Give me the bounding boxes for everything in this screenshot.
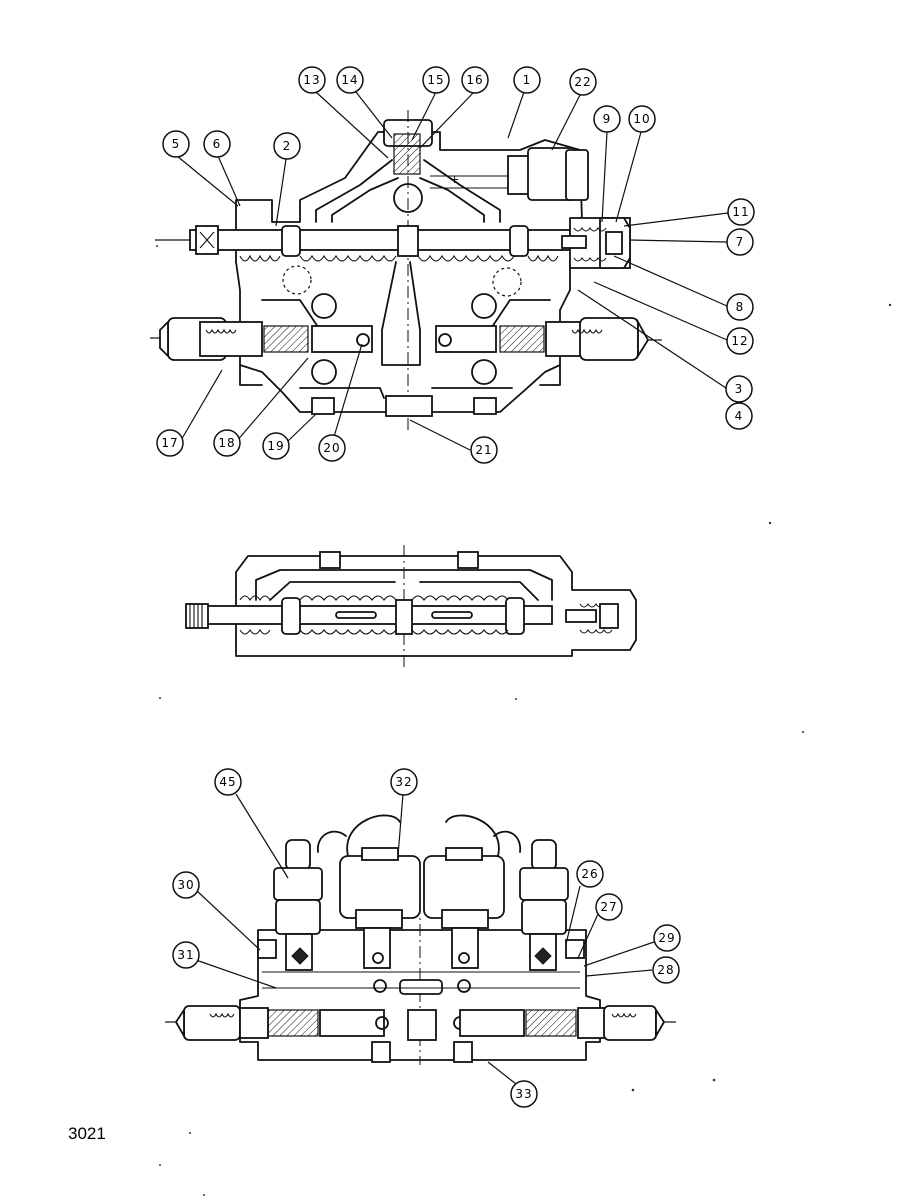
svg-text:21: 21 xyxy=(475,443,492,457)
svg-text:30: 30 xyxy=(177,878,194,892)
svg-text:17: 17 xyxy=(161,436,178,450)
top-section-view: + xyxy=(150,110,662,430)
leader-lines xyxy=(176,91,729,1085)
svg-text:20: 20 xyxy=(323,441,340,455)
callout-22: 22 xyxy=(569,68,597,96)
svg-text:11: 11 xyxy=(732,205,749,219)
page-code: 3021 xyxy=(68,1124,106,1143)
callout-21: 21 xyxy=(470,436,498,464)
callout-13: 13 xyxy=(298,66,326,94)
svg-text:14: 14 xyxy=(341,73,358,87)
callout-19: 19 xyxy=(262,432,290,460)
callout-bubbles: 13 14 15 16 1 22 9 10 5 6 2 11 7 8 12 3 … xyxy=(156,66,755,1108)
svg-text:13: 13 xyxy=(303,73,320,87)
callout-16: 16 xyxy=(461,66,489,94)
callout-27: 27 xyxy=(595,893,623,921)
svg-text:31: 31 xyxy=(177,948,194,962)
svg-text:8: 8 xyxy=(736,300,745,314)
callout-31: 31 xyxy=(172,941,200,969)
scan-specks xyxy=(156,245,892,1196)
svg-text:22: 22 xyxy=(574,75,591,89)
svg-text:12: 12 xyxy=(731,334,748,348)
callout-18: 18 xyxy=(213,429,241,457)
callout-10: 10 xyxy=(628,105,656,133)
callout-3: 3 xyxy=(725,375,753,403)
callout-12: 12 xyxy=(726,327,754,355)
callout-33: 33 xyxy=(510,1080,538,1108)
callout-14: 14 xyxy=(336,66,364,94)
callout-28: 28 xyxy=(652,956,680,984)
callout-32: 32 xyxy=(390,768,418,796)
callout-6: 6 xyxy=(203,130,231,158)
callout-5: 5 xyxy=(162,130,190,158)
callout-9: 9 xyxy=(593,105,621,133)
svg-text:+: + xyxy=(450,173,459,186)
middle-section-view xyxy=(185,545,637,670)
callout-8: 8 xyxy=(726,293,754,321)
callout-4: 4 xyxy=(725,402,753,430)
svg-text:5: 5 xyxy=(172,137,181,151)
svg-text:7: 7 xyxy=(736,235,745,249)
svg-text:16: 16 xyxy=(466,73,483,87)
callout-26: 26 xyxy=(576,860,604,888)
svg-text:19: 19 xyxy=(267,439,284,453)
svg-text:27: 27 xyxy=(600,900,617,914)
svg-text:15: 15 xyxy=(427,73,444,87)
svg-text:1: 1 xyxy=(523,73,532,87)
callout-20: 20 xyxy=(318,434,346,462)
callout-45: 45 xyxy=(214,768,242,796)
callout-15: 15 xyxy=(422,66,450,94)
svg-text:26: 26 xyxy=(581,867,598,881)
svg-text:29: 29 xyxy=(658,931,675,945)
callout-29: 29 xyxy=(653,924,681,952)
svg-text:32: 32 xyxy=(395,775,412,789)
svg-text:4: 4 xyxy=(735,409,744,423)
callout-1: 1 xyxy=(513,66,541,94)
svg-text:6: 6 xyxy=(213,137,222,151)
svg-text:3: 3 xyxy=(735,382,744,396)
svg-text:18: 18 xyxy=(218,436,235,450)
svg-text:28: 28 xyxy=(657,963,674,977)
svg-text:45: 45 xyxy=(219,775,236,789)
callout-2: 2 xyxy=(273,132,301,160)
callout-17: 17 xyxy=(156,429,184,457)
svg-text:2: 2 xyxy=(283,139,292,153)
callout-30: 30 xyxy=(172,871,200,899)
callout-7: 7 xyxy=(726,228,754,256)
callout-11: 11 xyxy=(727,198,755,226)
svg-text:9: 9 xyxy=(603,112,612,126)
svg-text:33: 33 xyxy=(515,1087,532,1101)
svg-text:10: 10 xyxy=(633,112,650,126)
bottom-section-view xyxy=(165,814,676,1065)
